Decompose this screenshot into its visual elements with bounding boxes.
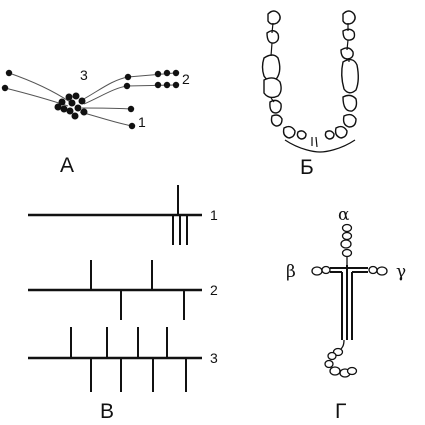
- bead: [282, 125, 296, 139]
- dot: [163, 69, 171, 77]
- dot: [66, 107, 74, 115]
- dot: [163, 81, 171, 89]
- link: [311, 136, 318, 148]
- panel-c: [28, 185, 202, 392]
- panel-b-label: Б: [300, 156, 314, 179]
- dot: [74, 104, 82, 112]
- dot: [5, 69, 13, 77]
- bead: [270, 114, 283, 127]
- dot: [58, 98, 66, 106]
- dot: [128, 122, 136, 130]
- greek-gamma: γ: [396, 262, 406, 282]
- bead: [342, 113, 357, 128]
- thread-a-3: [81, 76, 129, 101]
- chain-bottom-thread: [284, 139, 356, 153]
- dot: [172, 69, 180, 77]
- panel-c-label: В: [100, 400, 114, 423]
- row-label-1: 1: [210, 207, 218, 223]
- panel-a: [4, 72, 177, 127]
- panel-d: [330, 265, 368, 340]
- dot: [72, 92, 80, 100]
- dot: [65, 93, 73, 101]
- bead: [321, 265, 331, 275]
- panel-b-links: [270, 22, 350, 148]
- bead: [342, 94, 358, 112]
- bead: [296, 130, 307, 140]
- dot: [80, 108, 88, 116]
- bead: [341, 223, 353, 233]
- thread-a-6: [79, 111, 133, 127]
- bead: [311, 266, 323, 276]
- branch-label-2: 2: [182, 71, 190, 87]
- link: [270, 42, 273, 57]
- thread-a-2: [4, 87, 69, 107]
- panel-a-dots: [1, 69, 180, 130]
- link: [270, 97, 275, 103]
- dot: [124, 73, 132, 81]
- dot: [60, 105, 68, 113]
- branch-label-1: 1: [138, 114, 146, 130]
- panel-d-label: Г: [335, 400, 346, 423]
- branch-label-3: 3: [80, 67, 88, 83]
- bead: [368, 265, 378, 275]
- bead: [341, 248, 353, 258]
- panel-b: [261, 10, 359, 153]
- thread-a-4: [83, 85, 128, 105]
- dot: [71, 112, 79, 120]
- bead: [341, 58, 359, 94]
- bead: [266, 30, 280, 44]
- bead: [342, 10, 356, 25]
- bead: [346, 366, 358, 376]
- dot: [154, 70, 162, 78]
- panel-d-beads: [311, 223, 388, 378]
- dot: [68, 99, 76, 107]
- bead: [263, 77, 282, 99]
- dot: [1, 84, 9, 92]
- greek-alpha: α: [338, 205, 350, 225]
- bead: [342, 28, 356, 41]
- row-label-2: 2: [210, 282, 218, 298]
- bead: [324, 130, 335, 140]
- link: [271, 22, 274, 34]
- dot: [154, 81, 162, 89]
- bead: [261, 54, 281, 82]
- thread-a-1: [8, 72, 71, 103]
- dot: [123, 82, 131, 90]
- bead: [329, 366, 341, 376]
- row-label-3: 3: [210, 350, 218, 366]
- bead: [267, 10, 281, 25]
- dot: [127, 105, 135, 113]
- greek-beta: β: [286, 262, 296, 282]
- thread-a-5: [81, 107, 132, 110]
- dot: [78, 97, 86, 105]
- bead: [340, 239, 352, 249]
- bead: [327, 351, 337, 361]
- dot: [172, 81, 180, 89]
- panel-a-label: А: [60, 154, 74, 177]
- bead: [334, 125, 348, 139]
- dot: [54, 103, 62, 111]
- bead: [340, 47, 354, 60]
- bead: [341, 231, 353, 241]
- bead: [376, 266, 388, 276]
- bead: [324, 359, 334, 369]
- bead: [269, 99, 282, 114]
- link: [346, 39, 349, 51]
